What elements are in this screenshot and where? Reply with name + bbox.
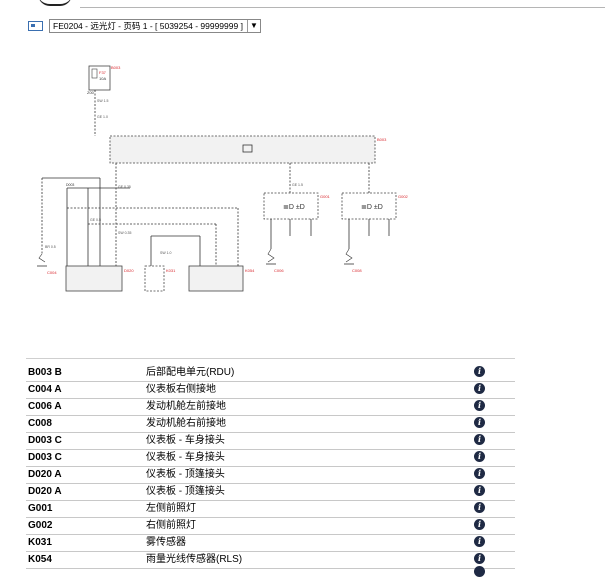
legend-row: D003 C 仪表板 - 车身接头 i [26,433,515,450]
legend-desc: 仪表板 - 顶篷接头 [146,469,225,480]
info-icon[interactable] [474,566,485,577]
k054-module[interactable] [188,265,244,292]
module-icon [242,144,253,153]
info-icon[interactable]: i [474,417,485,428]
legend-row: K031 雾传感器 i [26,535,515,552]
header-divider [80,7,605,8]
legend-code: G002 [28,520,53,531]
legend-row: G002 右侧前照灯 i [26,518,515,535]
headlight-right[interactable] [341,192,397,220]
wire-label-2: GE 1.0 [97,115,108,119]
k054-label: K054 [245,268,255,273]
high-beam-icon-2: ≣D ±D [361,202,383,211]
rdu-module[interactable] [109,135,376,164]
legend-code: K031 [28,537,52,548]
diagram-selector: FE0204 - 远光灯 - 页码 1 - [ 5039254 - 999999… [28,19,261,33]
page-select-value: FE0204 - 远光灯 - 页码 1 - [ 5039254 - 999999… [53,21,243,31]
legend-row: G001 左侧前照灯 i [26,501,515,518]
wiring-diagram-svg: F37 10A B003 Z00 SW 1.5 GE 1.0 B003 GE 0… [37,65,409,292]
legend-row: C006 A 发动机舱左前接地 i [26,399,515,416]
top-bar [0,0,605,14]
legend-code: D003 C [28,452,62,463]
legend-row: K054 雨量光线传感器(RLS) i [26,552,515,569]
chevron-down-icon[interactable]: ▼ [246,20,258,32]
fuse-id-label: F37 [99,70,107,75]
high-beam-icon: ≣D ±D [283,202,305,211]
info-icon[interactable]: i [474,434,485,445]
wire-label-1: SW 1.5 [97,99,109,103]
fuse-box[interactable] [88,65,111,91]
wiring-diagram: F37 10A B003 Z00 SW 1.5 GE 1.0 B003 GE 0… [0,36,605,336]
info-icon[interactable]: i [474,553,485,564]
info-icon[interactable]: i [474,468,485,479]
legend-code: C006 A [28,401,62,412]
info-icon[interactable]: i [474,383,485,394]
d020-label: D020 [124,268,134,273]
headlight-left[interactable] [263,192,319,220]
fuse-icon [91,68,98,79]
legend-row: C008 发动机舱右前接地 i [26,416,515,433]
legend-desc: 发动机舱右前接地 [146,418,226,429]
c008-label: C008 [352,268,362,273]
info-icon[interactable]: i [474,502,485,513]
legend-desc: 仪表板 - 顶篷接头 [146,486,225,497]
legend-desc: 左侧前照灯 [146,503,196,514]
legend-code: C008 [28,418,52,429]
legend-row: C004 A 仪表板右侧接地 i [26,382,515,399]
legend-divider [26,358,515,365]
c006-label: C006 [274,268,284,273]
info-icon[interactable]: i [474,519,485,530]
legend-code: D003 C [28,435,62,446]
component-legend: B003 B 后部配电单元(RDU) i C004 A 仪表板右侧接地 i C0… [26,358,515,569]
wire-label-3: GE 0.35 [118,185,131,189]
wire-label-5: GE 0.5 [90,218,101,222]
legend-desc: 雨量光线传感器(RLS) [146,554,243,565]
fuse-top-label: B003 [111,65,121,70]
legend-row: D020 A 仪表板 - 顶篷接头 i [26,484,515,501]
g001-label: G001 [320,194,331,199]
legend-code: D020 A [28,469,62,480]
info-icon[interactable]: i [474,536,485,547]
legend-row: D003 C 仪表板 - 车身接头 i [26,450,515,467]
legend-desc: 发动机舱左前接地 [146,401,226,412]
info-icon[interactable]: i [474,366,485,377]
page-select[interactable]: FE0204 - 远光灯 - 页码 1 - [ 5039254 - 999999… [49,19,261,33]
wire-label-7: GE 1.5 [292,183,303,187]
header-decoration [38,0,72,6]
wire-label-8: BR 0.5 [45,245,56,249]
legend-code: K054 [28,554,52,565]
legend-desc: 仪表板 - 车身接头 [146,435,225,446]
headlight-icon [28,21,43,31]
k031-module[interactable] [144,265,165,292]
d020-module[interactable] [65,265,123,292]
g002-label: G002 [398,194,409,199]
legend-row: B003 B 后部配电单元(RDU) i [26,365,515,382]
legend-desc: 仪表板 - 车身接头 [146,452,225,463]
wire-label-6: SW 1.0 [160,251,172,255]
legend-desc: 右侧前照灯 [146,520,196,531]
legend-code: B003 B [28,367,62,378]
k031-label: K031 [166,268,176,273]
legend-row: D020 A 仪表板 - 顶篷接头 i [26,467,515,484]
fuse-pin-label: Z00 [87,90,95,95]
legend-desc: 雾传感器 [146,537,186,548]
info-icon[interactable]: i [474,400,485,411]
rdu-label: B003 [377,137,387,142]
info-icon[interactable]: i [474,451,485,462]
legend-code: G001 [28,503,53,514]
legend-code: D020 A [28,486,62,497]
wire-label-4: SW 0.35 [118,231,131,235]
fuse-amp-label: 10A [99,76,106,81]
d003-label: D003 [66,183,74,187]
legend-desc: 仪表板右侧接地 [146,384,216,395]
c004-label: C004 [47,270,57,275]
info-icon[interactable]: i [474,485,485,496]
legend-desc: 后部配电单元(RDU) [146,367,235,378]
legend-code: C004 A [28,384,62,395]
